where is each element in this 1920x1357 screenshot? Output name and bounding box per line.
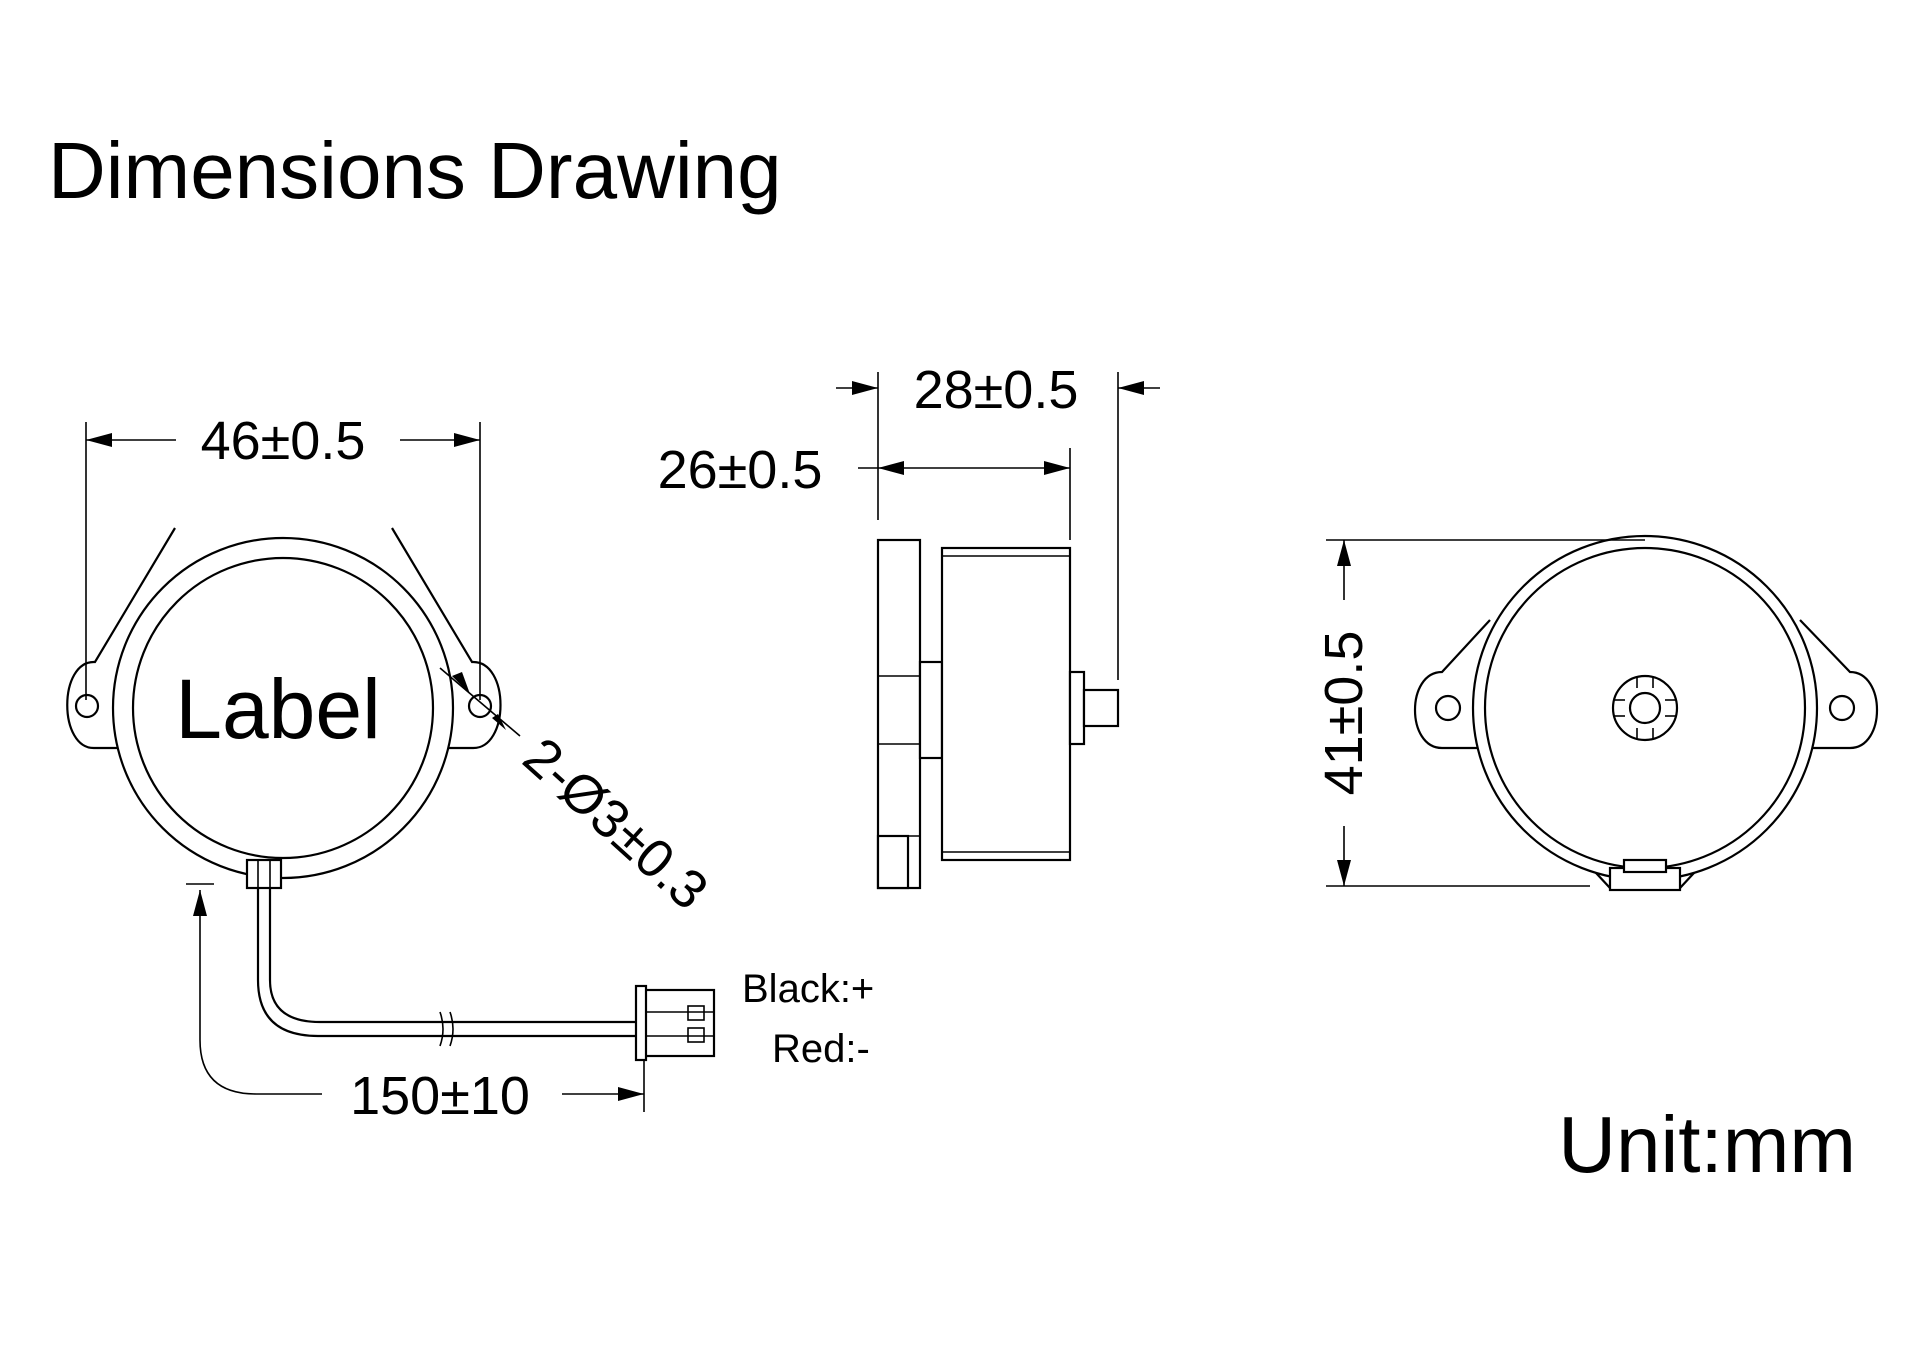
mounting-hole-left [74,693,100,719]
wire-color-red: Red:- [772,1027,870,1071]
side-view: 28±0.5 26±0.5 [658,360,1160,890]
hole-dimension: 2-Ø3±0.3 [512,726,719,921]
unit-label: Unit:mm [1558,1100,1856,1189]
rear-center-nipple [1611,674,1679,742]
wire-color-black: Black:+ [742,967,874,1011]
connector [640,988,716,1058]
side-flange [876,538,922,890]
rear-hole-right [1828,694,1856,722]
side-nipple [1082,688,1120,728]
wire [256,888,640,1038]
drawing-title: Dimensions Drawing [48,126,782,215]
width-dimension: 46±0.5 [201,411,366,471]
label-text: Label [175,662,381,756]
total-depth-dimension: 28±0.5 [914,360,1079,420]
wire-length-dimension: 150±10 [350,1066,530,1126]
front-view: Label Black:+ Red:- 46±0.5 2-Ø3±0.3 [66,411,874,1126]
side-body [940,546,1072,862]
front-body-outer [111,536,455,880]
body-depth-dimension: 26±0.5 [658,440,823,500]
front-body-inner [131,556,435,860]
rear-view: 41±0.5 [1314,534,1878,892]
rear-hole-left [1434,694,1462,722]
wire-exit-block [245,858,283,890]
rear-body-outer [1471,534,1819,882]
height-dimension: 41±0.5 [1314,631,1374,796]
